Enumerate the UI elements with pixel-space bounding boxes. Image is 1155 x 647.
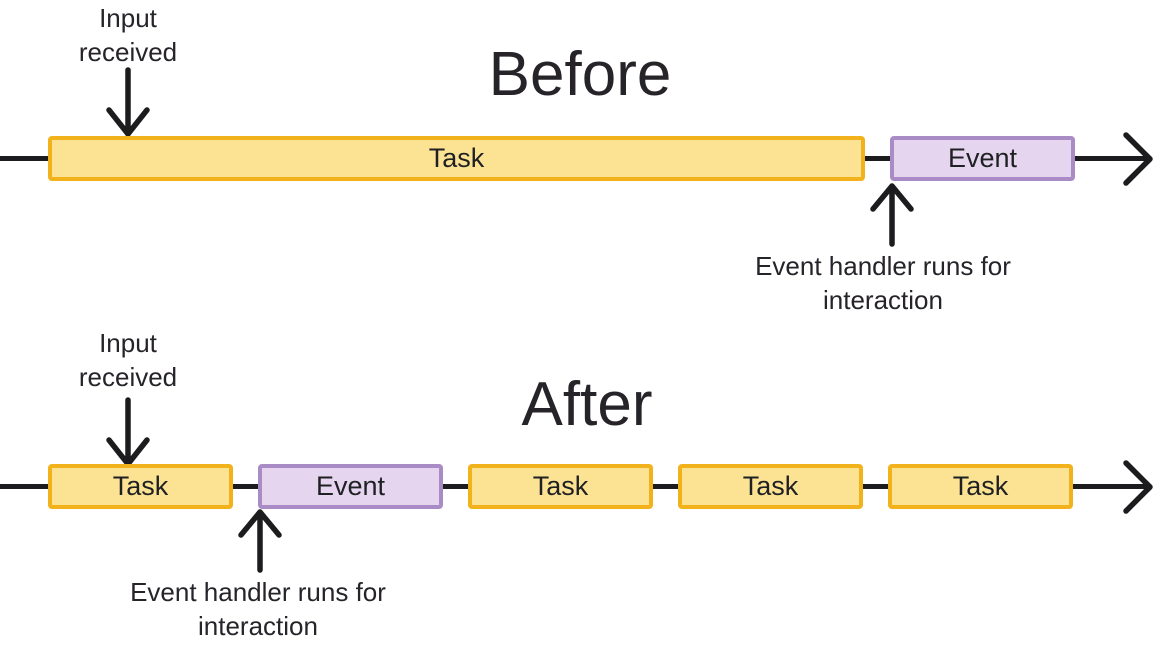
before-event-handler-label: Event handler runs for interaction xyxy=(755,251,1011,315)
before-event-bar: Event xyxy=(890,136,1075,181)
after-input-arrow-down-icon xyxy=(106,397,150,467)
after-event-bar-label: Event xyxy=(315,471,386,501)
after-task-bar-3-label: Task xyxy=(742,471,799,501)
after-input-received-label: Input received xyxy=(78,328,178,392)
before-task-bar-label: Task xyxy=(428,143,485,173)
after-task-bar-4: Task xyxy=(888,464,1073,509)
before-task-bar: Task xyxy=(48,136,865,181)
after-event-handler-label: Event handler runs for interaction xyxy=(130,577,386,641)
after-timeline-arrowhead-icon xyxy=(1123,460,1153,514)
before-input-received-label: Input received xyxy=(78,3,178,67)
after-task-bar-2: Task xyxy=(468,464,653,509)
after-event-bar: Event xyxy=(258,464,443,509)
before-handler-arrow-up-icon xyxy=(870,183,914,247)
before-timeline-arrowhead-icon xyxy=(1123,132,1153,186)
after-task-bar-1: Task xyxy=(48,464,233,509)
after-task-bar-4-label: Task xyxy=(952,471,1009,501)
before-event-bar-label: Event xyxy=(947,143,1018,173)
after-task-bar-2-label: Task xyxy=(532,471,589,501)
before-title: Before xyxy=(488,40,672,109)
after-task-bar-1-label: Task xyxy=(112,471,169,501)
before-input-arrow-down-icon xyxy=(106,67,150,137)
after-handler-arrow-up-icon xyxy=(238,509,282,573)
after-task-bar-3: Task xyxy=(678,464,863,509)
after-title: After xyxy=(521,370,653,439)
